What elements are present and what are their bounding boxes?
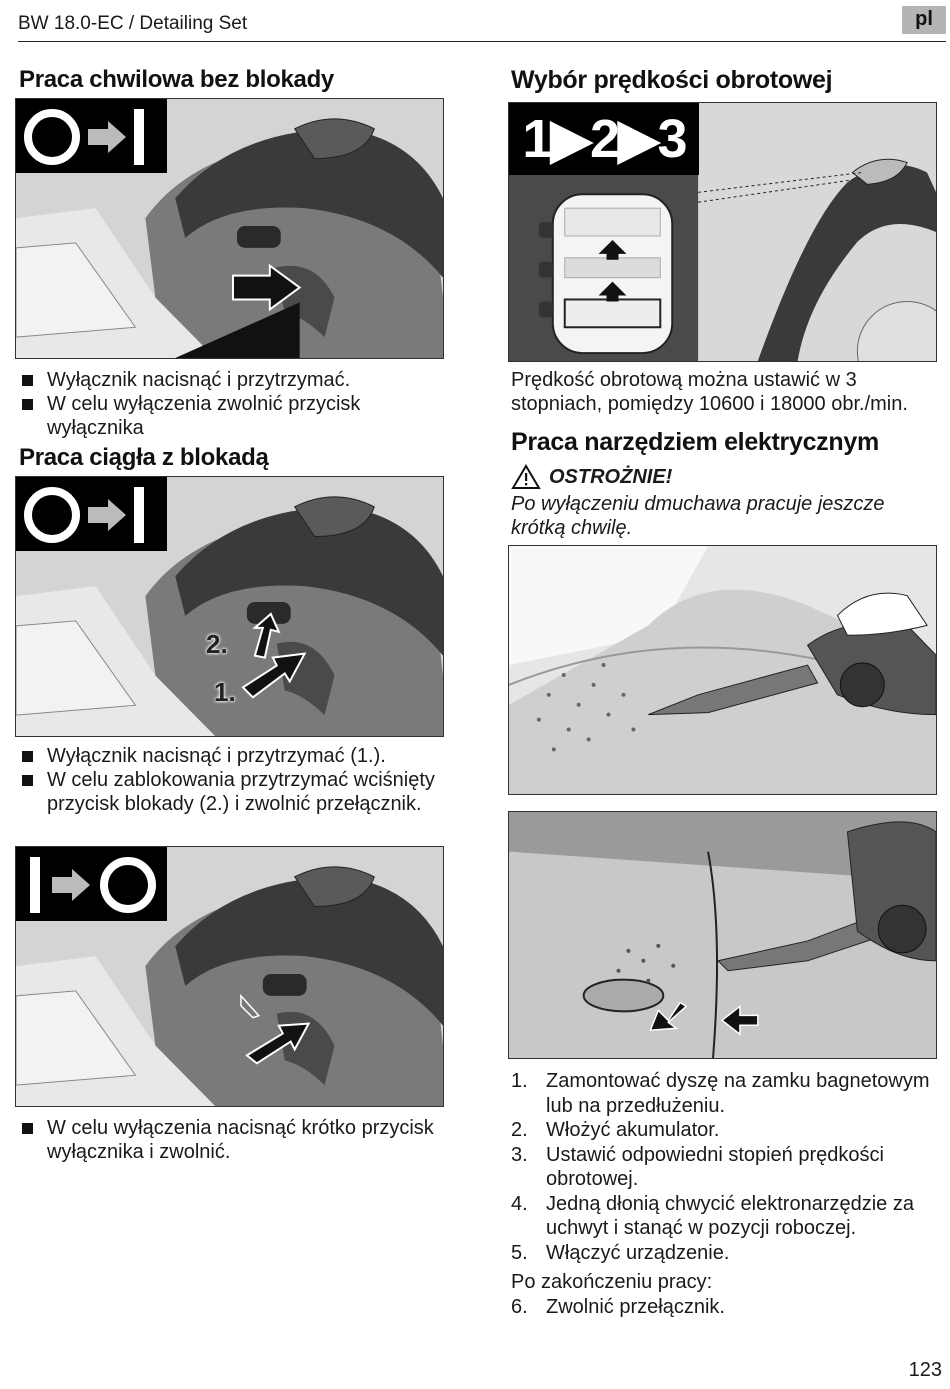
list-item: Wyłącznik nacisnąć i przytrzymać.	[19, 368, 439, 392]
caution-block: OSTROŻNIE! Po wyłączeniu dmuchawa pracuj…	[511, 462, 941, 540]
speed-steps-symbol-icon: 1▶2▶3	[509, 103, 699, 175]
bullets-continuous: Wyłącznik nacisnąć i przytrzymać (1.). W…	[19, 744, 444, 816]
figure-blowing-car-roof	[508, 545, 937, 795]
operation-steps: 1.Zamontować dyszę na zamku bagnetowym l…	[511, 1069, 941, 1319]
list-item: 6.Zwolnić przełącznik.	[511, 1295, 725, 1318]
list-item: 2.Włożyć akumulator.	[511, 1119, 720, 1141]
page-number: 123	[908, 1359, 942, 1381]
figure-momentary-switch	[15, 98, 444, 359]
list-item: 3.Ustawić odpowiedni stopień prędkości o…	[511, 1143, 884, 1191]
figure-continuous-switch: 2. 1.	[15, 476, 444, 737]
list-item: W celu wyłączenia zwolnić przycisk wyłąc…	[19, 392, 439, 440]
figure-speed-selector: 1▶2▶3	[508, 102, 937, 362]
figure-switch-off	[15, 846, 444, 1107]
list-item: 1.Zamontować dyszę na zamku bagnetowym l…	[511, 1070, 930, 1117]
callout-1: 1.	[214, 677, 236, 707]
speed-description: Prędkość obrotową można ustawić w 3 stop…	[511, 369, 908, 415]
off-to-on-symbol-icon	[16, 477, 167, 551]
off-to-on-symbol-icon	[16, 99, 167, 173]
heading-continuous-operation: Praca ciągła z blokadą	[19, 444, 269, 471]
header-title: BW 18.0-EC / Detailing Set	[18, 13, 248, 34]
heading-power-tool-operation: Praca narzędziem elektrycznym	[511, 428, 879, 456]
warning-triangle-icon	[511, 464, 541, 489]
tool-handle-illustration	[16, 99, 443, 358]
on-to-off-symbol-icon	[16, 847, 167, 921]
list-item: 5.Włączyć urządzenie.	[511, 1241, 730, 1264]
blower-car-roof-illustration	[509, 546, 936, 794]
blower-door-handle-illustration	[509, 812, 936, 1058]
speed-selector-illustration	[509, 103, 936, 361]
caution-header: OSTROŻNIE!	[511, 462, 941, 492]
caution-text: Po wyłączeniu dmuchawa pracuje jeszcze k…	[511, 493, 885, 539]
bullets-momentary: Wyłącznik nacisnąć i przytrzymać. W celu…	[19, 368, 439, 440]
list-item: W celu wyłączenia nacisnąć krótko przyci…	[19, 1116, 439, 1164]
heading-momentary-operation: Praca chwilowa bez blokady	[19, 66, 334, 93]
bullets-switch-off: W celu wyłączenia nacisnąć krótko przyci…	[19, 1116, 439, 1164]
figure-blowing-door-handle	[508, 811, 937, 1059]
language-badge: pl	[902, 6, 946, 34]
list-item: Wyłącznik nacisnąć i przytrzymać (1.).	[19, 744, 444, 768]
callout-2: 2.	[206, 629, 228, 659]
page-header: BW 18.0-EC / Detailing Set pl	[18, 6, 946, 42]
list-item: W celu zablokowania przytrzymać wciśnięt…	[19, 768, 444, 816]
heading-speed-selection: Wybór prędkości obrotowej	[511, 66, 833, 94]
after-work-label: Po zakończeniu pracy:	[511, 1271, 713, 1293]
list-item: 4.Jedną dłonią chwycić elektronarzędzie …	[511, 1192, 914, 1240]
caution-title: OSTROŻNIE!	[549, 465, 673, 488]
